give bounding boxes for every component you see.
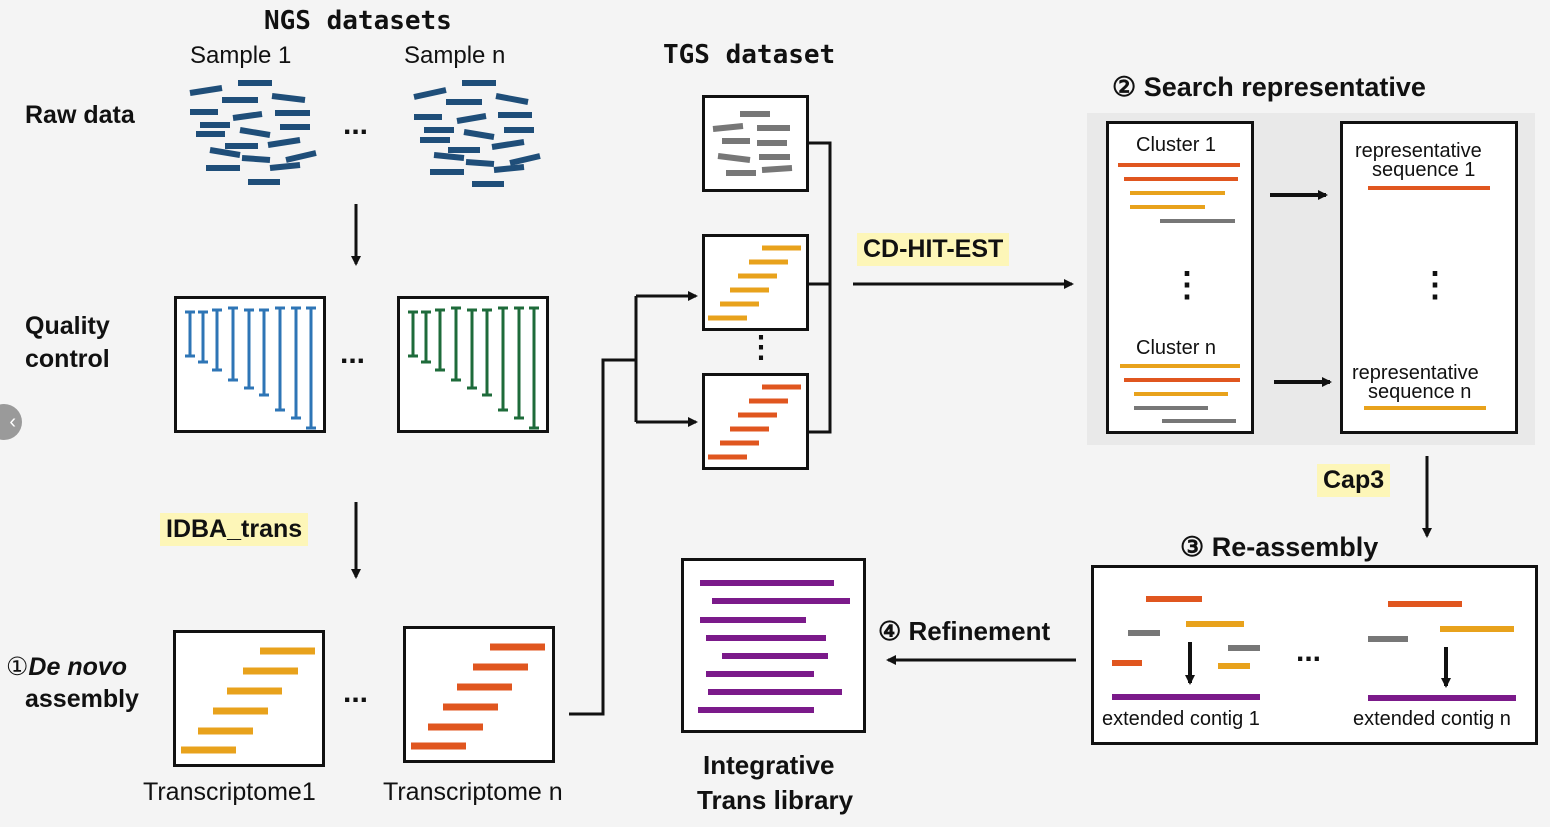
rep-seq-n-line1: representative (1352, 362, 1479, 384)
raw-reads-sample-1 (189, 80, 317, 185)
sample-n-label: Sample n (404, 42, 506, 69)
refinement-title: ④ Refinement (878, 616, 1051, 646)
connector-transcriptome-to-tgs (569, 358, 636, 716)
raw-ellipsis: ... (343, 108, 369, 141)
library-bars (698, 580, 850, 713)
rep-seq-n-line2: sequence n (1368, 381, 1472, 403)
reassembly-left-reads (1112, 596, 1260, 669)
cap3-tool: Cap3 (1317, 464, 1391, 497)
ngs-title: NGS datasets (264, 6, 452, 36)
transcriptome-n-box (403, 626, 555, 763)
representative-box (1340, 121, 1518, 434)
cluster-vdots: ⋮ (1170, 266, 1204, 304)
transcriptome-n-bars (411, 643, 545, 750)
tgs-vdots: ⋮ (746, 331, 776, 364)
reassembly-right-reads (1368, 601, 1514, 642)
representative-vdots: ⋮ (1418, 266, 1452, 304)
library-box (681, 558, 866, 733)
transcriptome-ellipsis: ... (343, 676, 369, 709)
quality-label-2: control (25, 345, 110, 373)
denovo-italic: De novo (28, 653, 128, 681)
denovo-label-2: assembly (25, 685, 139, 713)
cluster-1-bars (1118, 163, 1240, 223)
previous-slide-button[interactable]: ‹ (0, 404, 22, 440)
reassembly-ellipsis: ... (1296, 635, 1322, 668)
sample-1-label: Sample 1 (190, 42, 292, 69)
reassembly-box (1091, 565, 1538, 745)
raw-reads-sample-n (413, 80, 541, 187)
tgs-bracket (809, 141, 832, 434)
qc-plot-sample-1 (185, 306, 316, 430)
cluster-1-label: Cluster 1 (1136, 134, 1217, 156)
step-1-number: ① (6, 653, 29, 681)
rep-seq-1-line1: representative (1355, 140, 1482, 162)
idba-trans-tool: IDBA_trans (160, 513, 309, 546)
extended-contig-1-label: extended contig 1 (1102, 708, 1260, 730)
library-title-2: Trans library (697, 785, 854, 815)
denovo-label-1: ①De novo (6, 652, 127, 682)
reassembly-title: ③ Re-assembly (1180, 532, 1379, 562)
qc-ellipsis: ... (340, 337, 366, 370)
rep-seq-1-line2: sequence 1 (1372, 159, 1476, 181)
extended-contig-n-label: extended contig n (1353, 708, 1511, 730)
cluster-n-label: Cluster n (1136, 337, 1217, 359)
quality-label-1: Quality (25, 312, 110, 340)
transcriptome-1-label: Transcriptome1 (143, 778, 316, 806)
cd-hit-est-tool: CD-HIT-EST (857, 233, 1010, 266)
search-representative-title: ② Search representative (1112, 72, 1426, 102)
tgs-red-bars (708, 384, 801, 460)
library-title-1: Integrative (703, 750, 835, 780)
transcriptome-n-label: Transcriptome n (383, 778, 563, 806)
cluster-n-bars (1120, 364, 1240, 423)
qc-plot-sample-n (408, 306, 539, 430)
tgs-title: TGS dataset (663, 40, 836, 70)
raw-data-label: Raw data (25, 101, 135, 129)
tgs-orange-bars (708, 245, 801, 321)
transcriptome-1-bars (181, 647, 315, 754)
tgs-raw-reads (712, 111, 793, 176)
